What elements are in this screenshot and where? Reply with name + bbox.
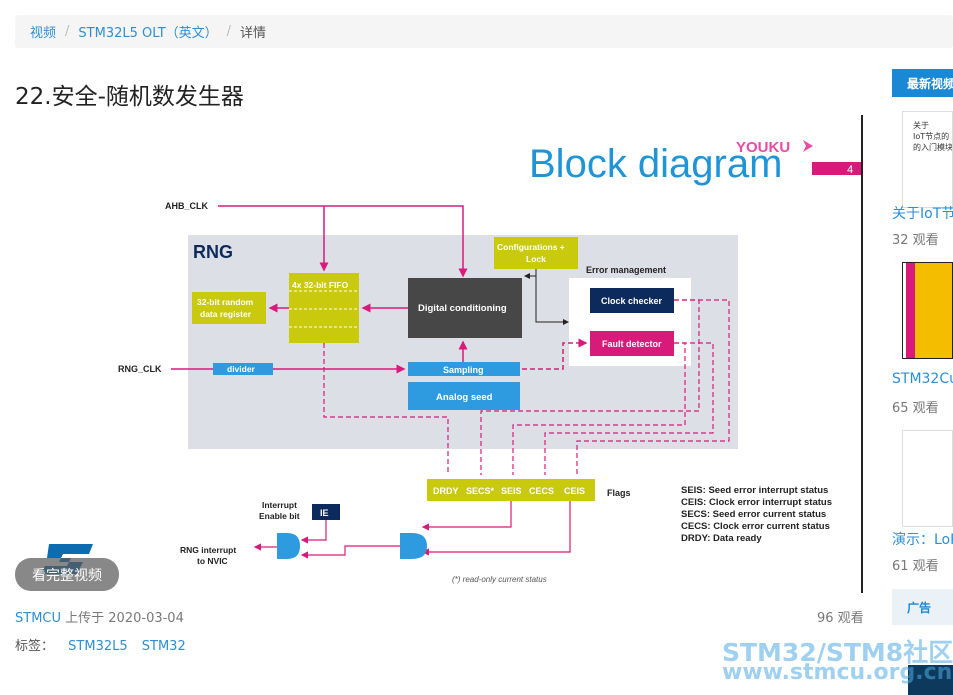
tags-row: 标签： STM32L5 STM32 xyxy=(15,635,186,654)
and-gate-1 xyxy=(400,533,427,559)
data-register-block xyxy=(192,292,266,324)
page-number-bar xyxy=(812,162,863,175)
breadcrumb-videos[interactable]: 视频 xyxy=(30,26,57,41)
sidebar-video-title[interactable]: 演示：LoRa xyxy=(892,532,953,548)
tag-link[interactable]: STM32 xyxy=(141,639,186,654)
rng-label: RNG xyxy=(193,242,233,262)
analog-seed-label: Analog seed xyxy=(436,392,493,403)
digital-conditioning-label: Digital conditioning xyxy=(418,303,507,314)
config-lock-label-2: Lock xyxy=(526,254,546,264)
clock-checker-block xyxy=(590,288,674,313)
sampling-label: Sampling xyxy=(443,365,484,375)
error-management-label: Error management xyxy=(586,265,666,275)
sidebar-video-views: 65 观看 xyxy=(892,401,939,416)
upload-info: STMCU 上传于 2020-03-04 xyxy=(15,607,184,626)
ad-banner[interactable] xyxy=(908,665,953,695)
video-player[interactable]: YOUKU Block diagram 4 RNG AHB_CLK 4x 32-… xyxy=(15,115,863,593)
sidebar-video-views: 32 观看 xyxy=(892,233,939,248)
breadcrumb-separator: / xyxy=(65,24,70,39)
flags-label: Flags xyxy=(607,488,631,498)
fifo-block xyxy=(289,273,359,343)
legend-line: CECS: Clock error current status xyxy=(681,521,830,532)
flag-seis: SEIS xyxy=(501,486,522,496)
legend-line: SEIS: Seed error interrupt status xyxy=(681,485,828,496)
analog-seed-block xyxy=(408,382,520,410)
rng-interrupt-label-1: RNG interrupt xyxy=(180,545,236,555)
data-register-label-2: data register xyxy=(200,309,252,319)
breadcrumb-separator: / xyxy=(226,24,232,39)
rng-clk-label: RNG_CLK xyxy=(118,364,162,374)
watch-full-video-button[interactable]: 看完整视频 xyxy=(15,558,119,591)
fault-detector-block xyxy=(590,331,674,356)
youku-arrow-icon xyxy=(803,140,813,152)
watermark-line-1: STM32/STM8社区 xyxy=(722,638,953,667)
data-register-label-1: 32-bit random xyxy=(197,297,254,307)
ahb-clk-label: AHB_CLK xyxy=(165,201,209,211)
page-number: 4 xyxy=(847,164,853,176)
breadcrumb: 视频 / STM32L5 OLT（英文） / 详情 xyxy=(15,15,953,48)
video-frame-slide: YOUKU Block diagram 4 RNG AHB_CLK 4x 32-… xyxy=(41,139,863,584)
digital-conditioning-block xyxy=(408,278,522,338)
uploader-link[interactable]: STMCU xyxy=(15,611,62,626)
ad-header: 广告 xyxy=(892,589,953,625)
fifo-label: 4x 32-bit FIFO xyxy=(292,280,349,290)
sidebar-thumbnail[interactable] xyxy=(902,430,953,527)
divider-block xyxy=(213,363,273,375)
latest-videos-header: 最新视频 xyxy=(892,69,953,97)
view-count: 96 观看 xyxy=(817,611,864,626)
and-gate-2 xyxy=(277,533,300,559)
sidebar-thumbnail[interactable] xyxy=(902,262,953,359)
interrupt-enable-label-1: Interrupt xyxy=(262,500,297,510)
upload-date: 上传于 2020-03-04 xyxy=(65,611,184,626)
config-lock-block xyxy=(494,237,578,269)
breadcrumb-current: 详情 xyxy=(240,26,267,41)
sampling-block xyxy=(408,362,520,376)
player-edge xyxy=(861,115,863,593)
flags-row xyxy=(427,479,595,501)
footnote: (*) read-only current status xyxy=(452,575,547,584)
ie-block xyxy=(312,504,340,520)
thumbnail-text: 关于 xyxy=(913,121,929,130)
rng-interrupt-label-2: to NVIC xyxy=(197,556,228,566)
flag-secs: SECS* xyxy=(466,486,495,496)
legend-line: DRDY: Data ready xyxy=(681,533,762,544)
tag-link[interactable]: STM32L5 xyxy=(68,639,128,654)
flag-drdy: DRDY xyxy=(433,486,459,496)
fault-detector-label: Fault detector xyxy=(602,339,662,349)
config-lock-label-1: Configurations + xyxy=(497,242,565,252)
tags-label: 标签： xyxy=(15,639,55,654)
divider-label: divider xyxy=(227,364,256,374)
slide-heading: Block diagram xyxy=(529,142,782,186)
flag-ceis: CEIS xyxy=(564,486,585,496)
legend-line: CEIS: Clock error interrupt status xyxy=(681,497,832,508)
thumbnail-text: 的入门模块 xyxy=(913,143,953,152)
interrupt-enable-label-2: Enable bit xyxy=(259,511,300,521)
flag-cecs: CECS xyxy=(529,486,554,496)
thumbnail-text: IoT节点的 xyxy=(913,132,950,141)
breadcrumb-stm32l5-olt[interactable]: STM32L5 OLT（英文） xyxy=(78,26,218,41)
sidebar-thumbnail[interactable]: 关于 IoT节点的 的入门模块 xyxy=(902,111,953,208)
ie-label: IE xyxy=(320,508,329,518)
clock-checker-label: Clock checker xyxy=(601,296,663,306)
page-title: 22.安全-随机数发生器 xyxy=(15,84,244,110)
sidebar-video-title[interactable]: STM32Cu xyxy=(892,371,953,387)
watermark-line-2: www.stmcu.org.cn xyxy=(722,660,953,685)
sidebar-video-views: 61 观看 xyxy=(892,559,939,574)
thumbnail-yellow xyxy=(915,263,952,358)
youku-brand: YOUKU xyxy=(736,139,790,156)
legend-line: SECS: Seed error current status xyxy=(681,509,826,520)
